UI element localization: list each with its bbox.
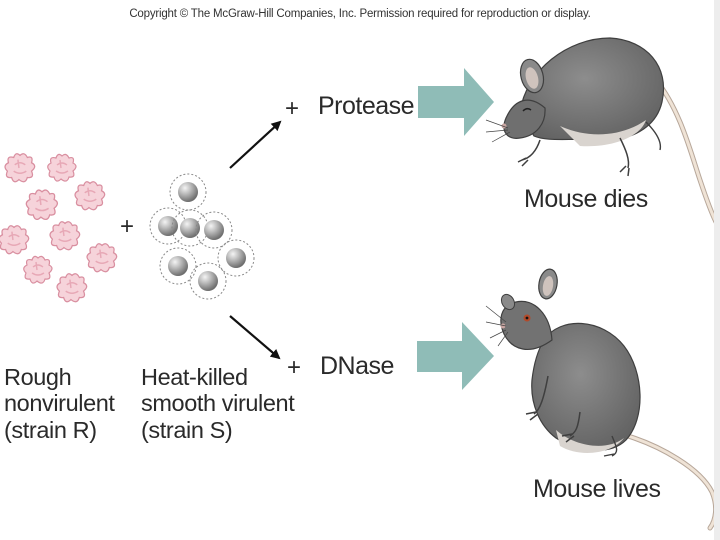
strain-s-line: smooth virulent — [141, 390, 295, 417]
smooth-cell-icon — [217, 239, 255, 277]
strain-s-line: Heat-killed — [141, 364, 248, 390]
mouse-lives-label: Mouse lives — [533, 475, 661, 503]
rough-cell-icon — [47, 153, 77, 182]
plus-sign: + — [287, 354, 302, 381]
strain-r-line: nonvirulent — [4, 390, 115, 417]
smooth-cell-icon — [159, 247, 197, 285]
rough-cell-icon — [25, 189, 59, 221]
strain-s-label: Heat-killed smooth virulent (strain S) — [141, 364, 295, 443]
rough-cell-icon — [49, 220, 81, 251]
strain-s-line: (strain S) — [141, 416, 233, 443]
strain-r-line: Rough — [4, 364, 72, 390]
rough-cell-icon — [23, 255, 53, 284]
strain-r-line: (strain R) — [4, 416, 97, 443]
rough-cell-icon — [0, 224, 30, 255]
arrow-icon — [418, 68, 494, 136]
rough-cell-icon — [56, 272, 88, 303]
mouse-dies-label: Mouse dies — [524, 185, 648, 213]
mouse-icon — [485, 37, 719, 225]
arrow-icon — [229, 315, 281, 360]
rough-cells-cluster — [0, 152, 118, 303]
smooth-cell-icon — [195, 211, 233, 249]
protease-label: Protease — [318, 92, 415, 120]
mouse-icon — [485, 268, 719, 531]
rough-cell-icon — [86, 242, 118, 273]
plus-sign: + — [285, 95, 300, 122]
dnase-label: DNase — [320, 352, 394, 380]
smooth-cell-icon — [169, 173, 207, 211]
arrow-icon — [229, 120, 282, 169]
plus-sign: + — [120, 213, 135, 240]
smooth-cells-cluster — [149, 173, 255, 300]
smooth-cell-icon — [189, 262, 227, 300]
arrow-icon — [417, 322, 494, 390]
rough-cell-icon — [74, 180, 106, 211]
strain-r-label: Rough nonvirulent (strain R) — [4, 364, 115, 443]
rough-cell-icon — [4, 152, 36, 183]
copyright-notice: Copyright © The McGraw-Hill Companies, I… — [129, 8, 591, 20]
right-edge-bar — [714, 0, 720, 540]
